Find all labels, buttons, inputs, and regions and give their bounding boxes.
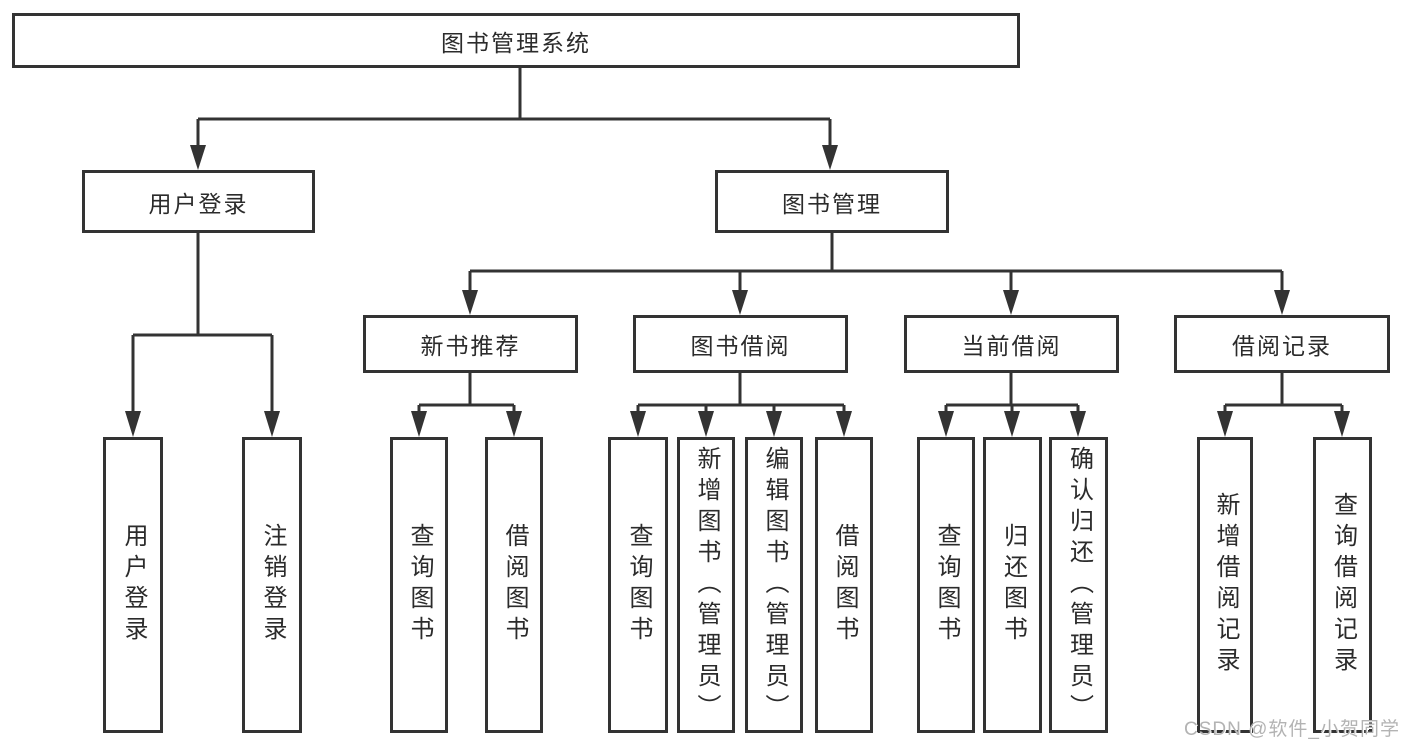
leaf-user-login: 用户登录 (103, 437, 163, 733)
node-new-book-recommend: 新书推荐 (363, 315, 578, 373)
watermark: CSDN @软件_小贺同学 (1184, 719, 1400, 740)
leaf-edit-book-admin: 编辑图书（管理员） (745, 437, 803, 733)
node-system-root: 图书管理系统 (12, 13, 1020, 68)
node-current-borrow: 当前借阅 (904, 315, 1119, 373)
leaf-confirm-return-admin: 确认归还（管理员） (1049, 437, 1108, 733)
leaf-label: 借阅图书 (831, 523, 858, 647)
leaf-label: 查询图书 (625, 523, 652, 647)
leaf-return-book: 归还图书 (983, 437, 1042, 733)
leaf-query-books-borrow: 查询图书 (608, 437, 668, 733)
leaf-borrow-books-recommend: 借阅图书 (485, 437, 543, 733)
leaf-label: 查询图书 (406, 523, 433, 647)
leaf-label: 确认归还（管理员） (1065, 445, 1093, 725)
leaf-label: 新增借阅记录 (1212, 492, 1239, 678)
node-borrow-records: 借阅记录 (1174, 315, 1390, 373)
node-book-borrow: 图书借阅 (633, 315, 848, 373)
leaf-label: 注销登录 (259, 523, 286, 647)
leaf-add-book-admin: 新增图书（管理员） (677, 437, 735, 733)
leaf-label: 归还图书 (999, 523, 1027, 647)
node-book-management: 图书管理 (715, 170, 949, 233)
leaf-query-books-current: 查询图书 (917, 437, 975, 733)
leaf-label: 编辑图书（管理员） (761, 445, 788, 725)
leaf-label: 查询图书 (933, 523, 960, 647)
leaf-logout: 注销登录 (242, 437, 302, 733)
leaf-label: 借阅图书 (501, 523, 528, 647)
leaf-query-borrow-record: 查询借阅记录 (1313, 437, 1372, 733)
leaf-label: 查询借阅记录 (1329, 492, 1357, 678)
leaf-label: 用户登录 (120, 523, 147, 647)
leaf-query-books-recommend: 查询图书 (390, 437, 448, 733)
leaf-borrow-books: 借阅图书 (815, 437, 873, 733)
node-user-login: 用户登录 (82, 170, 315, 233)
leaf-add-borrow-record: 新增借阅记录 (1197, 437, 1253, 733)
leaf-label: 新增图书（管理员） (693, 445, 720, 725)
